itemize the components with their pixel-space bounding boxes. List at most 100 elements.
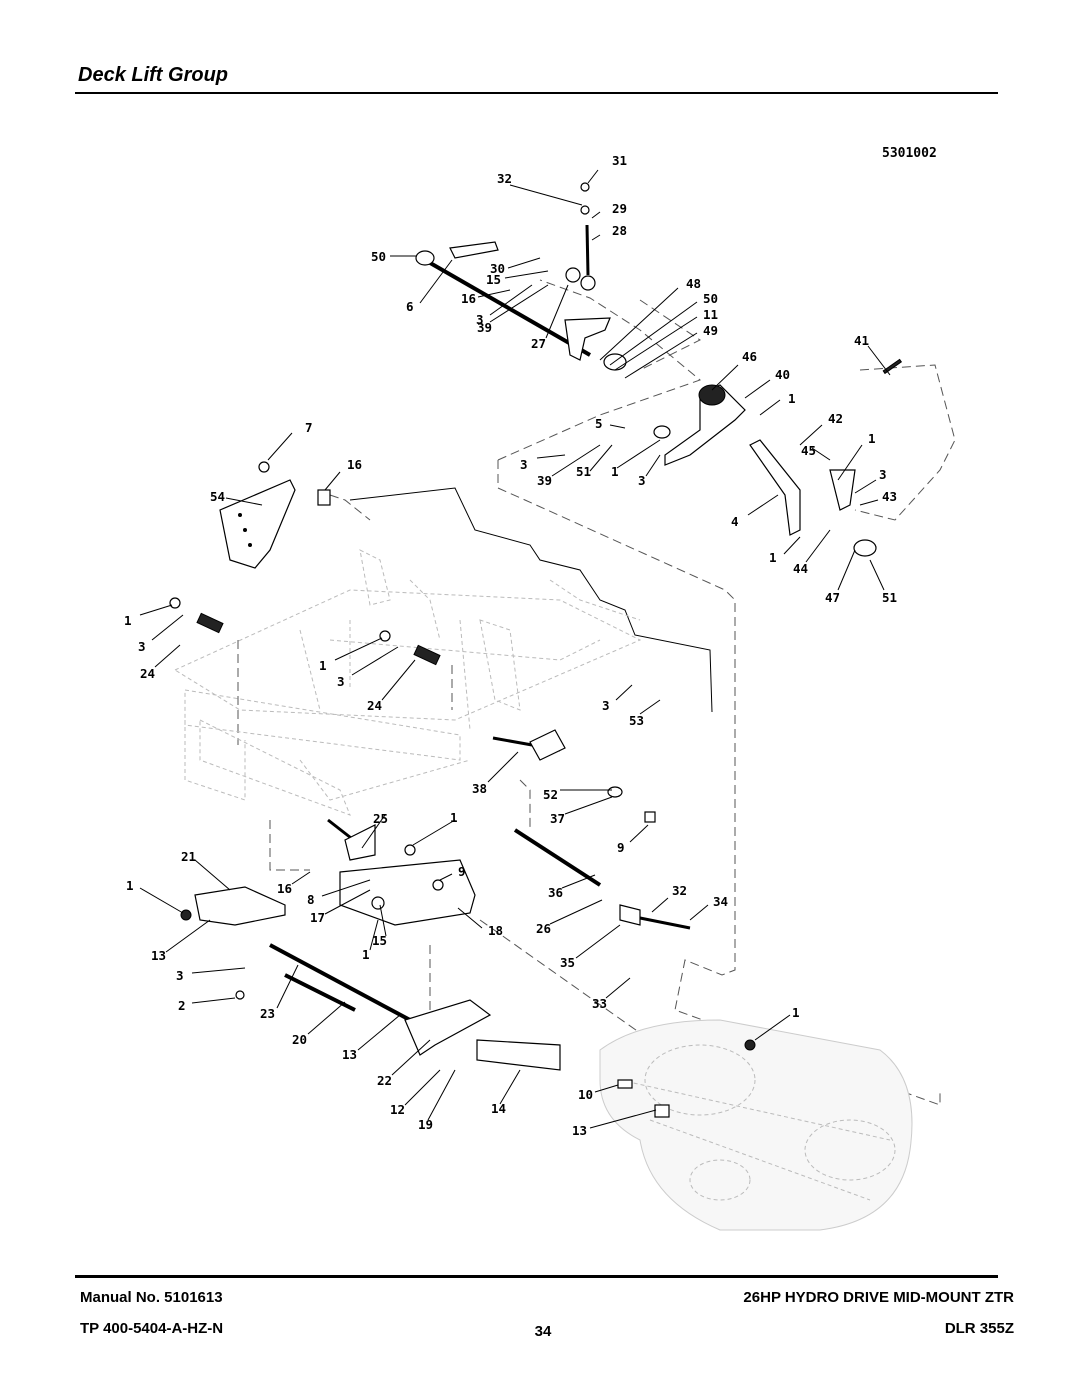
callout-leader <box>499 1069 521 1105</box>
callout-1: 1 <box>450 810 458 825</box>
callout-leader <box>276 964 299 1009</box>
callout-leader <box>799 424 823 446</box>
callout-49: 49 <box>703 323 718 338</box>
callout-3: 3 <box>602 698 610 713</box>
callout-11: 11 <box>703 307 718 322</box>
callout-27: 27 <box>531 336 546 351</box>
callout-leader <box>837 444 863 481</box>
callout-leader <box>589 444 613 472</box>
callout-leader <box>381 659 416 701</box>
callout-leader <box>412 819 456 846</box>
callout-39: 39 <box>537 473 552 488</box>
callout-leader <box>154 644 181 668</box>
callout-1: 1 <box>124 613 132 628</box>
callout-3: 3 <box>879 467 887 482</box>
callout-18: 18 <box>488 923 503 938</box>
callout-leader <box>605 977 631 999</box>
callout-leader <box>589 1109 657 1129</box>
callout-leader <box>225 497 263 506</box>
callout-15: 15 <box>372 933 387 948</box>
callout-leader <box>489 284 533 316</box>
callout-leader <box>191 967 246 974</box>
manual-number: Manual No. 5101613 <box>80 1289 223 1306</box>
callout-24: 24 <box>140 666 155 681</box>
lift-shaft-assembly <box>415 182 627 371</box>
callout-leader <box>509 184 583 206</box>
callout-leader <box>487 751 519 783</box>
callout-leader <box>507 257 541 269</box>
callout-leader <box>267 432 293 461</box>
callout-3: 3 <box>176 968 184 983</box>
callout-leader <box>711 364 739 391</box>
callout-leader <box>361 814 386 849</box>
callout-leader <box>747 494 779 516</box>
callout-leader <box>575 924 621 959</box>
mower-deck-ghost <box>599 1019 913 1231</box>
callout-leader <box>291 871 311 885</box>
callout-54: 54 <box>210 489 225 504</box>
right-box-outline <box>854 364 956 521</box>
callout-32: 32 <box>497 171 512 186</box>
callout-leader <box>591 234 601 241</box>
callout-28: 28 <box>612 223 627 238</box>
callout-leader <box>869 559 885 591</box>
callout-26: 26 <box>536 921 551 936</box>
callout-leader <box>457 907 483 929</box>
callout-23: 23 <box>260 1006 275 1021</box>
main-frame-ghost <box>173 549 642 816</box>
callout-leader <box>783 536 801 555</box>
upper-phantom-outline <box>497 460 941 1106</box>
callout-3: 3 <box>638 473 646 488</box>
callout-leader <box>391 1039 431 1076</box>
callout-leader <box>419 259 453 304</box>
callout-leader <box>609 424 626 429</box>
rod-guide <box>329 494 371 521</box>
callout-20: 20 <box>292 1032 307 1047</box>
callout-leader <box>165 919 211 953</box>
quadrant-plate <box>219 461 331 569</box>
callout-leader <box>139 887 184 914</box>
rod-guide-2 <box>519 779 531 830</box>
springs <box>169 597 441 666</box>
callout-13: 13 <box>572 1123 587 1138</box>
callout-46: 46 <box>742 349 757 364</box>
drawing-number: 5301002 <box>882 146 937 161</box>
callout-12: 12 <box>390 1102 405 1117</box>
callout-1: 1 <box>319 658 327 673</box>
callout-4: 4 <box>731 514 739 529</box>
callout-9: 9 <box>617 840 625 855</box>
callout-16: 16 <box>277 881 292 896</box>
callout-leader <box>744 379 771 399</box>
callout-leader <box>551 444 601 477</box>
callout-leader <box>811 447 831 461</box>
callout-leader <box>324 889 371 915</box>
callout-47: 47 <box>825 590 840 605</box>
lift-bracket-assembly <box>180 844 756 1118</box>
callout-41: 41 <box>854 333 869 348</box>
callout-21: 21 <box>181 849 196 864</box>
callout-37: 37 <box>550 811 565 826</box>
callout-leader <box>599 287 679 361</box>
callout-leader <box>151 614 184 641</box>
callout-34: 34 <box>713 894 728 909</box>
callout-leader <box>351 646 399 676</box>
callout-leader <box>191 997 236 1004</box>
callout-leader <box>404 1069 441 1106</box>
callout-leader <box>759 399 781 416</box>
callout-leader <box>615 684 633 701</box>
callout-leader <box>307 1001 346 1035</box>
callout-52: 52 <box>543 787 558 802</box>
callout-leader <box>427 1069 456 1121</box>
callout-leader <box>591 211 601 219</box>
callout-45: 45 <box>801 443 816 458</box>
callout-1: 1 <box>362 947 370 962</box>
callout-3: 3 <box>138 639 146 654</box>
callout-leader <box>324 471 341 491</box>
callout-24: 24 <box>367 698 382 713</box>
callout-leader <box>561 874 596 889</box>
callout-leader <box>867 345 891 376</box>
callout-43: 43 <box>882 489 897 504</box>
pedal-assembly <box>653 358 903 557</box>
callout-leader <box>549 899 603 925</box>
